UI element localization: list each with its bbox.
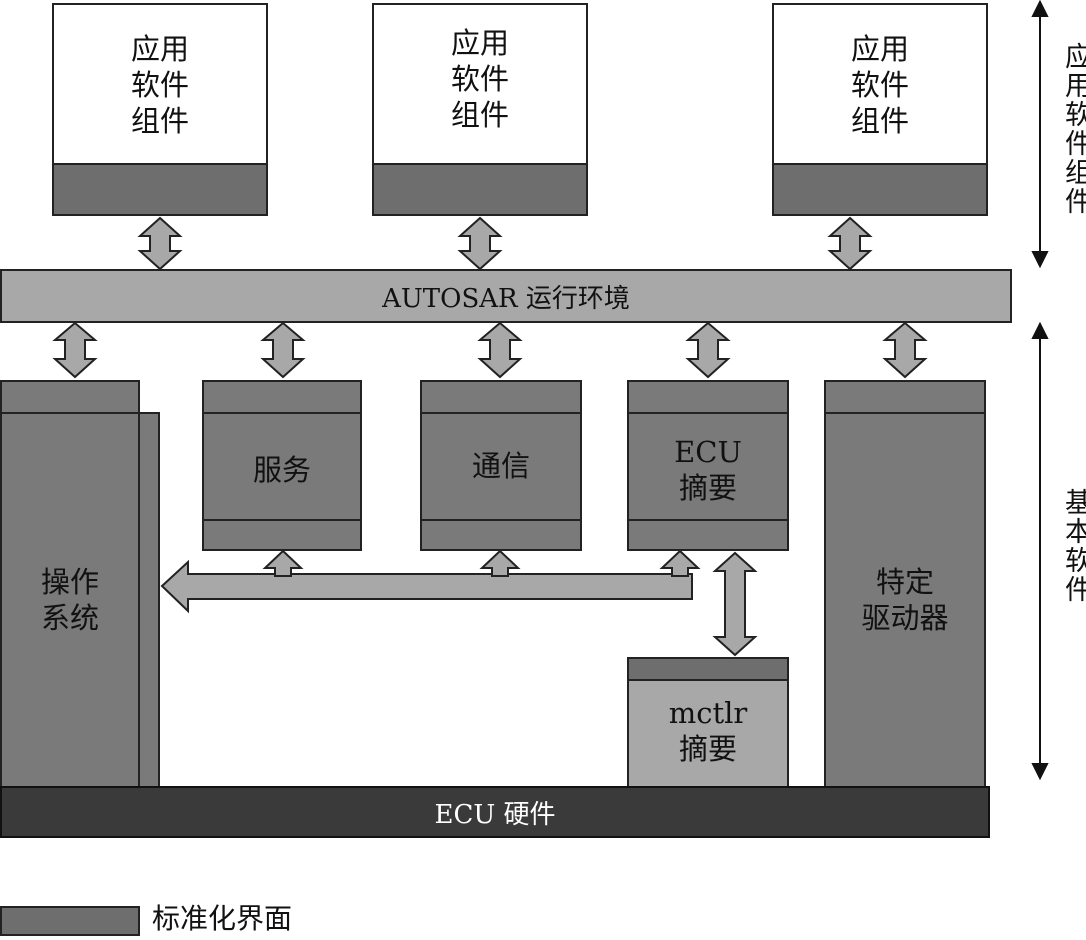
arrow-app1-rte [137, 216, 183, 271]
mcu-abstraction-module: mctlr 摘要 [627, 657, 789, 788]
legend-swatch [0, 906, 140, 936]
arrow-bus-services [262, 549, 304, 577]
arrow-app2-rte [457, 216, 503, 271]
app-component-label: 应用 软件 组件 [130, 32, 189, 138]
legend-label: 标准化界面 [152, 902, 293, 935]
services-interface-bottom [204, 519, 360, 521]
arrow-ecu-mcu [712, 551, 758, 657]
rte-bar: AUTOSAR 运行环境 [0, 269, 1012, 323]
arrow-rte-communication [477, 321, 523, 379]
arrow-rte-complex-drivers [882, 321, 928, 379]
arrow-bus-os [160, 559, 693, 614]
services-module: 服务 [202, 380, 362, 551]
app-layer-label: 应用软件组件 [1060, 42, 1086, 216]
communication-module: 通信 [420, 380, 582, 551]
app-component-label: 应用 软件 组件 [450, 26, 509, 132]
mcu-abstraction-interface [629, 659, 787, 681]
app-component-3: 应用 软件 组件 [772, 3, 988, 216]
app-component-1: 应用 软件 组件 [52, 3, 268, 216]
complex-drivers-label: 特定 驱动器 [861, 565, 949, 635]
mcu-abstraction-label: mctlr 摘要 [668, 696, 748, 766]
ecu-abstraction-label: ECU 摘要 [674, 435, 742, 505]
arrow-bus-communication [479, 549, 521, 577]
arrow-rte-ecu-abstraction [685, 321, 731, 379]
communication-interface-bottom [422, 519, 580, 521]
ecu-hardware-label: ECU 硬件 [434, 799, 556, 830]
os-module: 操作 系统 [0, 380, 140, 788]
rte-label: AUTOSAR 运行环境 [382, 283, 630, 314]
os-label: 操作 系统 [40, 565, 99, 635]
app-layer-indicator-top [1031, 0, 1049, 17]
app-component-interface [374, 163, 586, 214]
arrow-bus-ecu-abstraction [659, 549, 701, 577]
complex-drivers-interface [826, 412, 984, 414]
arrow-app3-rte [827, 216, 873, 271]
app-component-label: 应用 软件 组件 [850, 32, 909, 138]
ecu-abstraction-interface-top [629, 412, 787, 414]
communication-label: 通信 [471, 449, 530, 483]
basic-layer-indicator-top [1031, 321, 1049, 339]
arrow-rte-os [52, 321, 98, 379]
services-interface-top [204, 412, 360, 414]
arrow-rte-services [260, 321, 306, 379]
ecu-abstraction-module: ECU 摘要 [627, 380, 789, 551]
communication-interface-top [422, 412, 580, 414]
os-interface [2, 412, 138, 414]
basic-layer-indicator-bottom [1031, 763, 1049, 781]
basic-layer-label: 基本软件 [1060, 488, 1086, 604]
ecu-hardware-bar: ECU 硬件 [0, 786, 990, 838]
ecu-abstraction-interface-bottom [629, 519, 787, 521]
services-label: 服务 [252, 453, 311, 487]
app-component-interface [54, 163, 266, 214]
app-layer-indicator-bottom [1031, 251, 1049, 269]
app-component-2: 应用 软件 组件 [372, 3, 588, 216]
app-component-interface [774, 163, 986, 214]
